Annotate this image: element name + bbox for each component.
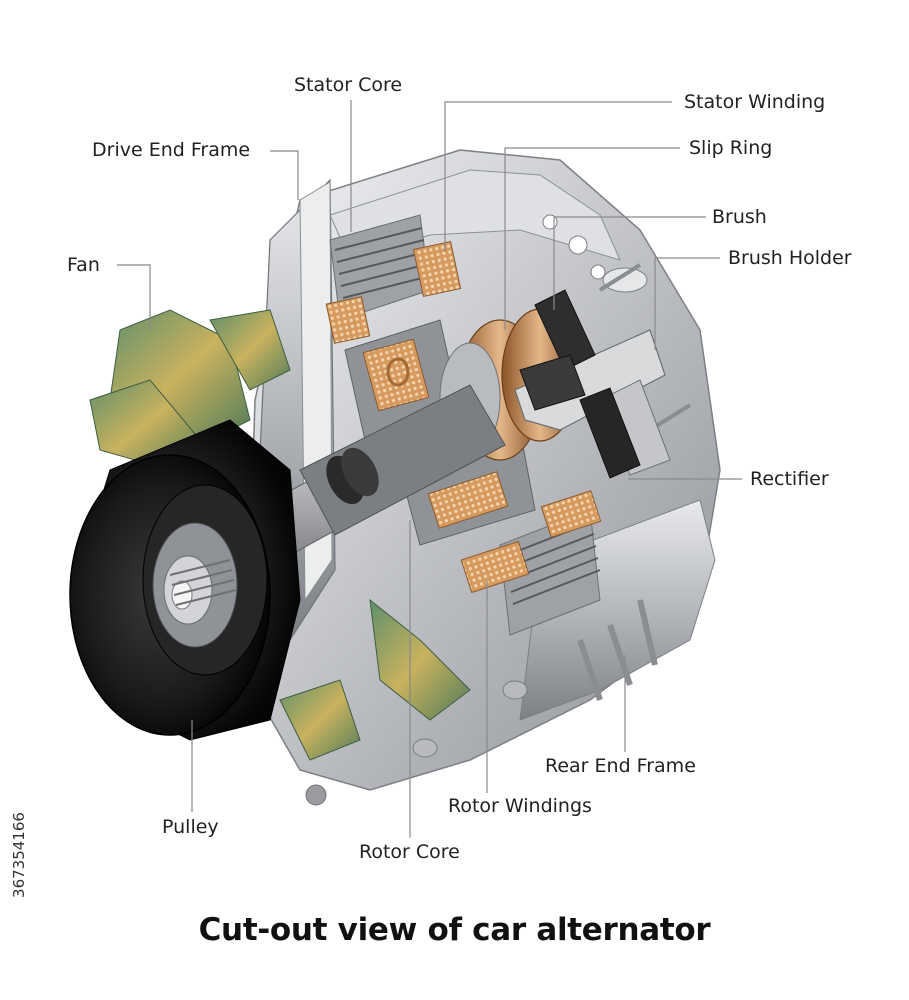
label-rear-end-frame: Rear End Frame (545, 755, 696, 777)
label-brush: Brush (712, 206, 767, 228)
leader-lines (117, 100, 742, 838)
label-stator-winding: Stator Winding (684, 91, 826, 113)
label-pulley: Pulley (162, 816, 219, 838)
fan (89, 309, 471, 761)
leader-drive-end-frame (270, 150, 299, 200)
rotor-windings (362, 338, 509, 529)
pulley (69, 419, 301, 741)
label-rotor-windings: Rotor Windings (448, 795, 592, 817)
stock-id-watermark: 367354166 (8, 770, 30, 940)
leader-stator-winding (444, 101, 672, 252)
leader-brush-holder (654, 257, 720, 350)
leader-brush (553, 216, 706, 310)
leader-fan (117, 264, 151, 330)
label-stator-core: Stator Core (294, 74, 403, 96)
label-slip-ring: Slip Ring (689, 137, 773, 159)
label-drive-end-frame: Drive End Frame (92, 139, 251, 161)
label-rotor-core: Rotor Core (359, 841, 460, 863)
diagram-title: Cut-out view of car alternator (198, 912, 711, 948)
stator-core (329, 214, 601, 636)
brush (519, 289, 641, 479)
stator-winding (325, 240, 602, 594)
stock-id-text: 367354166 (10, 812, 28, 898)
label-rectifier: Rectifier (750, 468, 829, 490)
leader-slip-ring (504, 147, 680, 330)
label-fan: Fan (67, 254, 100, 276)
label-brush-holder: Brush Holder (728, 247, 852, 269)
